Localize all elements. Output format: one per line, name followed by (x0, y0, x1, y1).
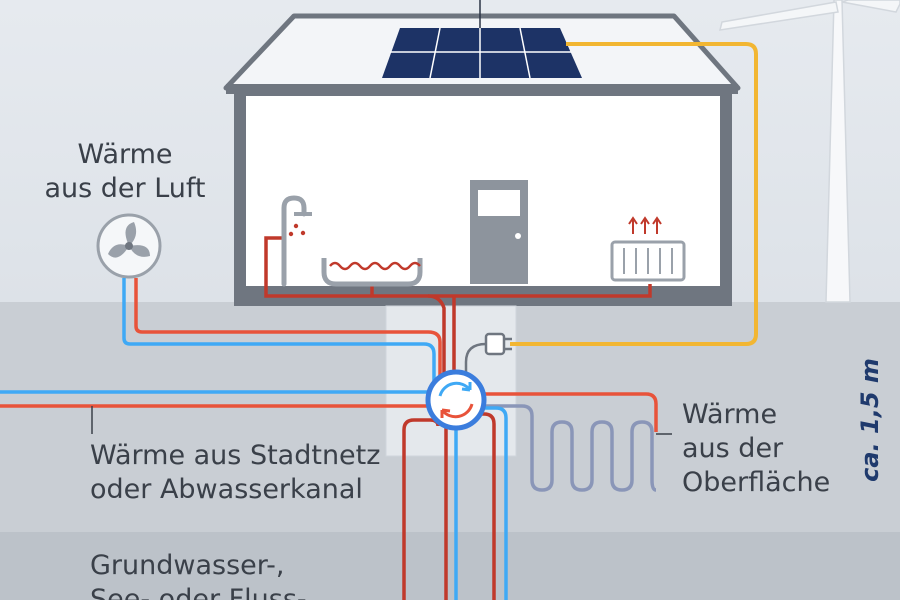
air-pipe-warm (134, 278, 442, 382)
heat-pump-icon (425, 369, 487, 431)
label-groundwater-heat-line-2: See- oder Fluss- (90, 584, 307, 600)
indoor-heating-pipes (264, 236, 652, 382)
label-district-heat-line-1: Wärme aus Stadtnetz (90, 440, 381, 471)
ground-lower-layer (0, 532, 900, 600)
surface-collector-loop (482, 404, 657, 492)
heat-waves (628, 216, 662, 234)
label-groundwater-heat: Grundwasser-, See- oder Fluss- (90, 549, 307, 600)
fan-icon (96, 213, 162, 279)
wind-turbine-icon (718, 0, 900, 303)
depth-marker: ca. 1,5 m (856, 358, 884, 482)
label-surface-heat-line-2: aus der (682, 433, 784, 464)
air-pipe-cold (122, 278, 436, 382)
label-district-heat: Wärme aus Stadtnetz oder Abwasserkanal (90, 439, 380, 507)
power-cable (510, 42, 758, 346)
roof-eave (226, 84, 738, 94)
shower-icon (281, 195, 312, 287)
surface-collector-supply (480, 392, 658, 432)
bathtub-icon (321, 258, 423, 287)
label-district-heat-line-2: oder Abwasserkanal (90, 474, 363, 505)
label-surface-heat: Wärme aus der Oberfläche (682, 398, 830, 500)
label-surface-heat-line-1: Wärme (682, 399, 778, 430)
label-surface-heat-line-3: Oberfläche (682, 467, 831, 498)
radiator-icon (610, 216, 686, 282)
plug-icon (464, 332, 512, 372)
door-icon (470, 180, 528, 284)
label-groundwater-heat-line-1: Grundwasser-, (90, 550, 285, 581)
solar-panel-icon (382, 27, 582, 79)
label-air-heat: Wärme aus der Luft (40, 138, 210, 206)
label-air-heat-line-1: Wärme (77, 139, 173, 170)
label-air-heat-line-2: aus der Luft (44, 173, 206, 204)
